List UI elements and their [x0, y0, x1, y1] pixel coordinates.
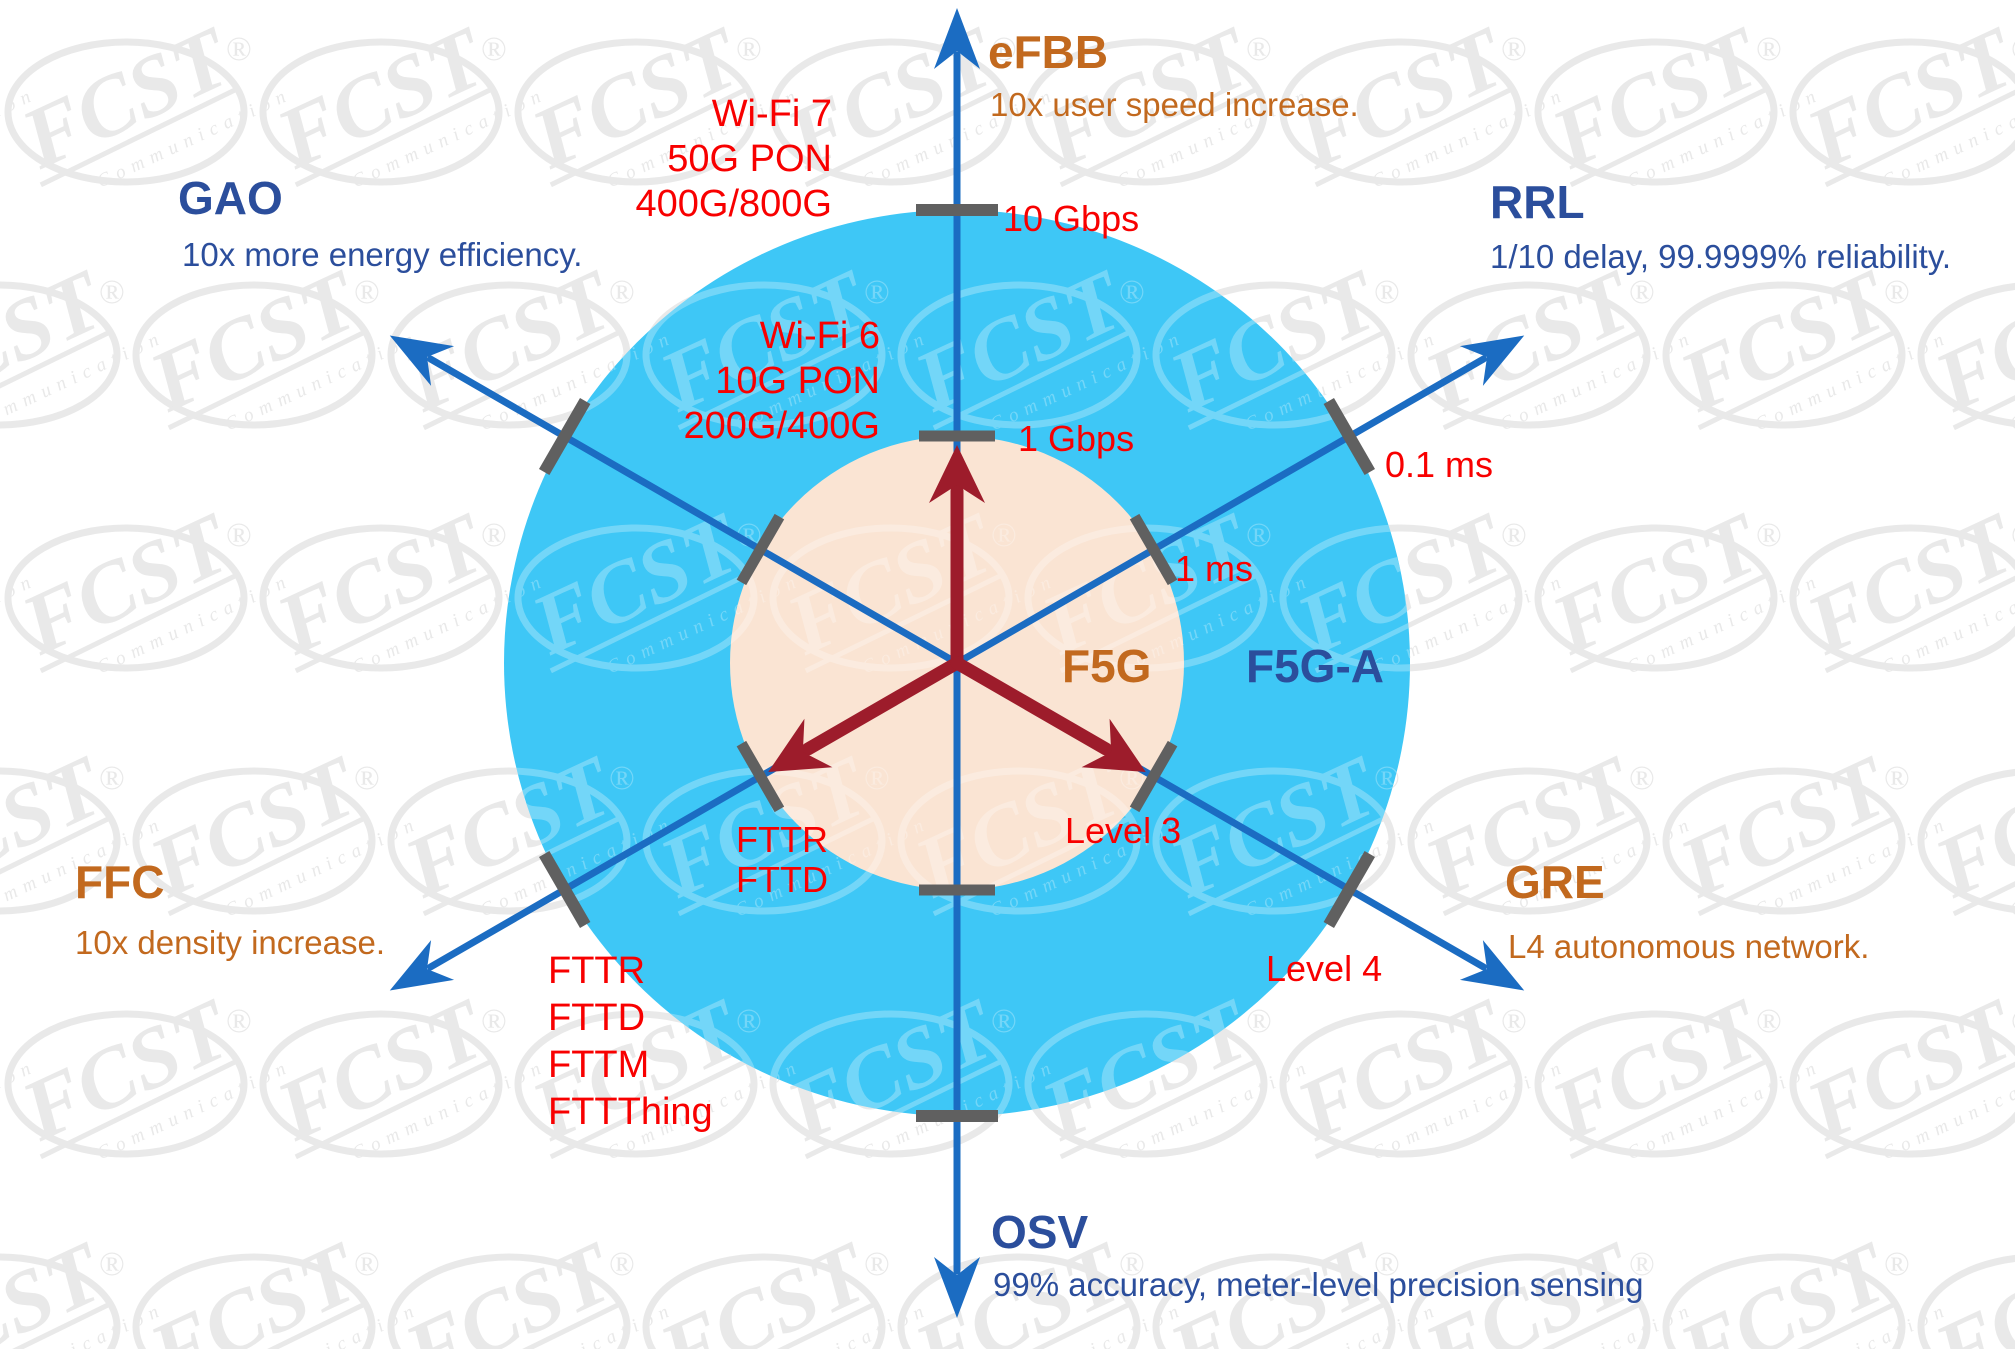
efbb-outer-tech-list: Wi-Fi 7 50G PON 400G/800G [560, 92, 832, 227]
svg-text:®: ® [609, 274, 635, 311]
axis-rrl-title: RRL [1490, 176, 1585, 228]
svg-text:®: ® [1884, 274, 1910, 311]
list-line: FTTR [548, 950, 646, 992]
svg-text:®: ® [99, 1246, 125, 1283]
svg-text:®: ® [991, 31, 1017, 68]
svg-text:®: ® [991, 1003, 1017, 1040]
tech-line: Wi-Fi 6 [759, 315, 880, 357]
svg-text:®: ® [864, 274, 890, 311]
svg-text:®: ® [226, 31, 252, 68]
tech-line: 400G/800G [635, 183, 832, 225]
axis-efbb-title: eFBB [988, 26, 1109, 78]
efbb-inner-tech-list: Wi-Fi 6 10G PON 200G/400G [600, 314, 880, 449]
svg-text:®: ® [99, 274, 125, 311]
axis-osv-desc: 99% accuracy, meter-level precision sens… [993, 1266, 1644, 1303]
svg-text:®: ® [1501, 1003, 1527, 1040]
axis-gao-title: GAO [178, 172, 283, 224]
list-line: FTTM [548, 1044, 650, 1086]
ffc-outer-list: FTTR FTTD FTTM FTTThing [548, 948, 713, 1136]
list-line: FTTD [548, 997, 646, 1039]
svg-text:®: ® [1756, 1003, 1782, 1040]
ffc-inner-list: FTTR FTTD [736, 820, 828, 900]
inner-circle-label: F5G [1062, 640, 1152, 692]
svg-text:®: ® [226, 517, 252, 554]
svg-text:FCST: FCST [135, 1222, 375, 1349]
svg-text:®: ® [1884, 1246, 1910, 1283]
svg-text:®: ® [609, 1246, 635, 1283]
svg-text:®: ® [2011, 517, 2015, 554]
svg-text:®: ® [1629, 274, 1655, 311]
tech-line: Wi-Fi 7 [711, 93, 832, 135]
svg-text:®: ® [736, 31, 762, 68]
axis-efbb-desc: 10x user speed increase. [990, 86, 1359, 123]
svg-text:®: ® [354, 1246, 380, 1283]
tech-line: 50G PON [667, 138, 832, 180]
svg-text:®: ® [864, 1246, 890, 1283]
svg-text:FCST: FCST [1792, 7, 2015, 187]
svg-text:®: ® [1629, 1246, 1655, 1283]
svg-text:®: ® [991, 517, 1017, 554]
axis-gao-desc: 10x more energy efficiency. [182, 236, 583, 273]
outer-circle-label: F5G-A [1246, 640, 1384, 692]
svg-text:®: ® [1374, 1246, 1400, 1283]
rrl-inner-value: 1 ms [1175, 548, 1254, 589]
gre-inner-value: Level 3 [1065, 810, 1182, 851]
axis-ffc-desc: 10x density increase. [75, 924, 386, 961]
svg-text:FCST: FCST [1792, 979, 2015, 1159]
svg-text:®: ® [1629, 760, 1655, 797]
svg-text:®: ® [481, 31, 507, 68]
svg-text:®: ® [1246, 31, 1272, 68]
svg-text:®: ® [1246, 1003, 1272, 1040]
axis-gre-title: GRE [1505, 856, 1605, 908]
svg-text:®: ® [354, 274, 380, 311]
svg-text:®: ® [481, 1003, 507, 1040]
svg-text:®: ® [481, 517, 507, 554]
svg-text:®: ® [1119, 274, 1145, 311]
svg-text:®: ® [2011, 1003, 2015, 1040]
svg-text:®: ® [1501, 31, 1527, 68]
list-line: FTTThing [548, 1091, 713, 1133]
svg-text:FCST: FCST [645, 1222, 885, 1349]
list-line: FTTR [736, 819, 828, 860]
svg-text:®: ® [1246, 517, 1272, 554]
axis-osv-title: OSV [991, 1206, 1089, 1258]
svg-text:®: ® [864, 760, 890, 797]
svg-text:®: ® [1884, 760, 1910, 797]
svg-text:®: ® [1756, 517, 1782, 554]
svg-text:®: ® [1374, 274, 1400, 311]
svg-text:®: ® [226, 1003, 252, 1040]
svg-text:®: ® [99, 760, 125, 797]
axis-rrl-desc: 1/10 delay, 99.9999% reliability. [1490, 238, 1952, 275]
list-line: FTTD [736, 859, 828, 900]
svg-text:®: ® [2011, 31, 2015, 68]
axis-ffc-title: FFC [75, 856, 165, 908]
tech-line: 10G PON [715, 360, 880, 402]
svg-text:®: ® [354, 760, 380, 797]
svg-text:®: ® [1119, 1246, 1145, 1283]
svg-text:FCST: FCST [1920, 1222, 2015, 1349]
axis-gre-desc: L4 autonomous network. [1508, 928, 1870, 965]
efbb-inner-value: 1 Gbps [1018, 418, 1135, 459]
svg-text:®: ® [1501, 517, 1527, 554]
svg-text:FCST: FCST [1792, 493, 2015, 673]
svg-text:FCST: FCST [390, 1222, 630, 1349]
efbb-outer-value: 10 Gbps [1003, 198, 1140, 239]
svg-text:FCST: FCST [1665, 1222, 1905, 1349]
rrl-outer-value: 0.1 ms [1385, 444, 1494, 485]
tech-line: 200G/400G [683, 405, 880, 447]
svg-text:®: ® [609, 760, 635, 797]
gre-outer-value: Level 4 [1266, 948, 1383, 989]
svg-text:®: ® [736, 1003, 762, 1040]
svg-text:®: ® [1756, 31, 1782, 68]
